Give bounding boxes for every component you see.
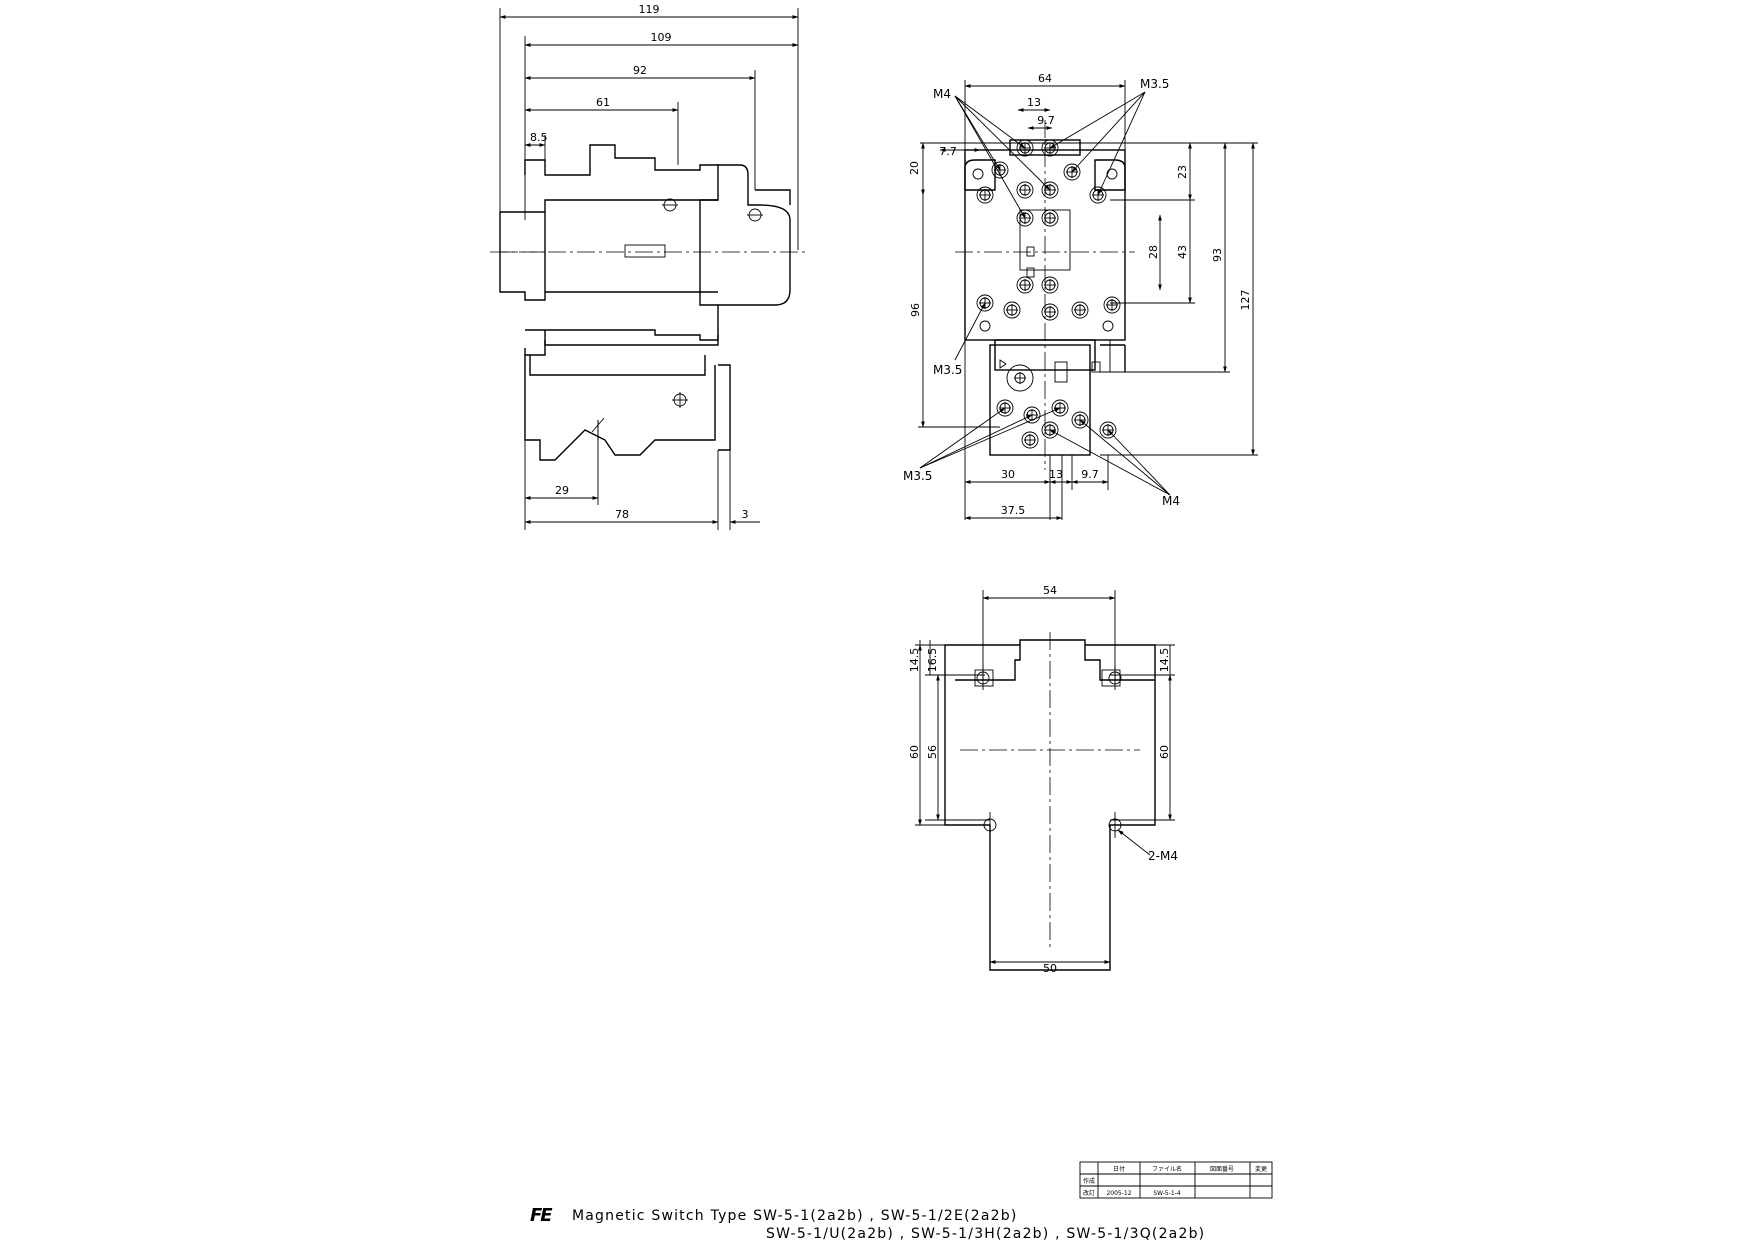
- dim-64: 64: [1038, 72, 1052, 85]
- dim-78: 78: [615, 508, 629, 521]
- dim-37-5: 37.5: [1001, 504, 1026, 517]
- dim-43: 43: [1176, 245, 1189, 259]
- dim-54: 54: [1043, 584, 1057, 597]
- dim-20: 20: [908, 161, 921, 175]
- dim-8-5: 8.5: [530, 131, 548, 144]
- title-block-row2-label: 改訂: [1083, 1189, 1095, 1197]
- dim-29: 29: [555, 484, 569, 497]
- dim-30: 30: [1001, 468, 1015, 481]
- dim-13-bottom: 13: [1049, 468, 1063, 481]
- fuji-electric-logo: FE: [530, 1205, 553, 1226]
- dim-16-5: 16.5: [926, 648, 939, 673]
- front-view-terminal-screws: [976, 139, 1121, 449]
- dim-96: 96: [909, 303, 922, 317]
- dim-119: 119: [639, 3, 660, 16]
- callout-2-m4: 2-M4: [1148, 849, 1178, 863]
- title-block-file-name: SW-5-1-4: [1153, 1190, 1181, 1197]
- dim-92: 92: [633, 64, 647, 77]
- dim-3: 3: [742, 508, 749, 521]
- dim-50: 50: [1043, 962, 1057, 975]
- callout-m4-bottom: M4: [1162, 494, 1180, 508]
- callout-m3-5-left: M3.5: [933, 363, 962, 377]
- mounting-view-dimension-lines: [915, 590, 1175, 970]
- title-block-date: 2005-12: [1106, 1190, 1131, 1197]
- dim-23: 23: [1176, 165, 1189, 179]
- dim-93: 93: [1211, 248, 1224, 262]
- title-block-header-date: 日付: [1113, 1165, 1125, 1173]
- title-block-header-file: ファイル名: [1152, 1165, 1182, 1173]
- title-block: 日付 ファイル名 図面番号 変更 作成 改訂 2005-12 SW-5-1-4: [1079, 1161, 1273, 1199]
- dim-56: 56: [926, 745, 939, 759]
- dim-60-right: 60: [1158, 745, 1171, 759]
- dim-9-7-bottom: 9.7: [1081, 468, 1099, 481]
- dim-13-top: 13: [1027, 96, 1041, 109]
- footer-title-line-1: Magnetic Switch Type SW-5-1(2a2b) , SW-5…: [572, 1208, 1018, 1224]
- title-block-header-drawing-no: 図面番号: [1210, 1166, 1234, 1173]
- front-view: 64 13 9.7 7.7 20 23 28 43 93 127 96 30 1…: [903, 72, 1258, 520]
- callout-m4-top: M4: [933, 87, 951, 101]
- side-view: 119 109 92 61 8.5 29 78 3: [490, 3, 808, 530]
- dim-109: 109: [651, 31, 672, 44]
- dim-127: 127: [1239, 290, 1252, 311]
- side-view-dimension-lines: [499, 8, 799, 530]
- mounting-view: 54 14.5 16.5 60 56 14.5 60 50 2-M4: [908, 584, 1178, 975]
- front-view-dimension-lines: [918, 80, 1258, 520]
- front-view-outline: [955, 120, 1135, 470]
- dim-28: 28: [1147, 245, 1160, 259]
- title-block-row1-label: 作成: [1083, 1177, 1095, 1185]
- dim-7-7: 7.7: [939, 145, 957, 158]
- callout-m3-5-top: M3.5: [1140, 77, 1169, 91]
- dim-60-left: 60: [908, 745, 921, 759]
- side-view-outline: [490, 144, 808, 461]
- dim-14-5-right: 14.5: [1158, 648, 1171, 673]
- callout-m3-5-bottom: M3.5: [903, 469, 932, 483]
- dim-14-5-left: 14.5: [908, 648, 921, 673]
- title-block-header-revision: 変更: [1255, 1165, 1267, 1173]
- footer-title-line-2: SW-5-1/U(2a2b) , SW-5-1/3H(2a2b) , SW-5-…: [766, 1226, 1206, 1242]
- mounting-view-outline: [944, 632, 1156, 971]
- dim-61: 61: [596, 96, 610, 109]
- front-view-leader-lines: [919, 91, 1171, 496]
- dim-9-7-top: 9.7: [1037, 114, 1055, 127]
